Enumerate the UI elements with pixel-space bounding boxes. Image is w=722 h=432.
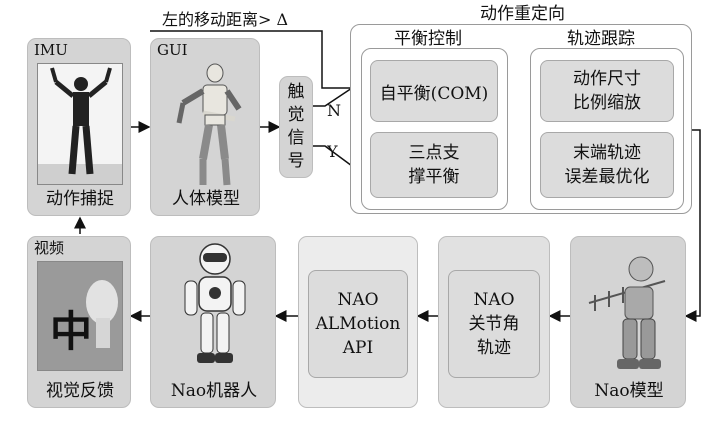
scale-box: 动作尺寸 比例缩放 — [540, 60, 674, 122]
branch-y-label: Y — [327, 142, 338, 161]
endpoint-error-box: 末端轨迹 误差最优化 — [540, 132, 674, 198]
person-capture-icon — [38, 67, 122, 184]
track-title: 轨迹跟踪 — [565, 29, 637, 49]
joint-line-1: NAO — [473, 290, 515, 310]
nao-model-icon — [588, 256, 666, 369]
gui-caption: 人体模型 — [172, 189, 240, 209]
imu-tag: IMU — [34, 41, 68, 59]
camera-frame-icon — [38, 262, 122, 370]
almotion-line-2: ALMotion — [315, 314, 401, 334]
video-card: 视频 中 视觉反馈 — [27, 236, 131, 408]
almotion-box: NAO ALMotion API — [308, 270, 408, 378]
three-point-text-1: 三点支 — [408, 143, 460, 163]
almotion-line-1: NAO — [337, 290, 379, 310]
joint-box: NAO 关节角 轨迹 — [448, 270, 540, 378]
video-caption: 视觉反馈 — [46, 381, 114, 401]
human-model-icon — [176, 63, 242, 186]
condition-line — [150, 30, 371, 94]
nao-robot-caption: Nao机器人 — [170, 381, 258, 401]
joint-line-3: 轨迹 — [477, 338, 511, 358]
video-tag: 视频 — [34, 239, 65, 257]
nao-robot-card: Nao机器人 — [150, 236, 276, 408]
arrow-track-naomodel — [684, 129, 701, 322]
video-photo: 中 — [37, 261, 123, 371]
scale-text-1: 动作尺寸 — [573, 69, 641, 89]
three-point-text-2: 撑平衡 — [408, 167, 460, 187]
gui-card: GUI 人体模型 — [150, 38, 260, 216]
almotion-line-3: API — [342, 338, 374, 358]
imu-card: IMU 动作捕捉 — [27, 38, 131, 216]
endpoint-text-1: 末端轨迹 — [573, 143, 641, 163]
nao-model-caption: Nao模型 — [594, 381, 664, 401]
touch-signal-text: 触觉信号 — [287, 82, 305, 171]
three-point-box: 三点支 撑平衡 — [370, 132, 498, 198]
balance-title: 平衡控制 — [392, 29, 464, 49]
joint-line-2: 关节角 — [468, 314, 520, 334]
nao-robot-icon — [184, 243, 246, 363]
nao-model-card: Nao模型 — [570, 236, 686, 408]
gui-tag: GUI — [157, 41, 188, 59]
retargeting-title: 动作重定向 — [480, 4, 565, 24]
condition-label: 左的移动距离> Δ — [162, 10, 289, 29]
self-balance-box: 自平衡(COM) — [370, 60, 498, 122]
imu-caption: 动作捕捉 — [46, 189, 114, 209]
touch-signal-box: 触觉信号 — [279, 76, 313, 178]
endpoint-text-2: 误差最优化 — [564, 167, 650, 187]
imu-photo — [37, 63, 123, 185]
branch-n-label: N — [327, 101, 341, 120]
video-glyph: 中 — [50, 307, 93, 356]
self-balance-text: 自平衡(COM) — [379, 83, 489, 104]
scale-text-2: 比例缩放 — [573, 93, 641, 113]
